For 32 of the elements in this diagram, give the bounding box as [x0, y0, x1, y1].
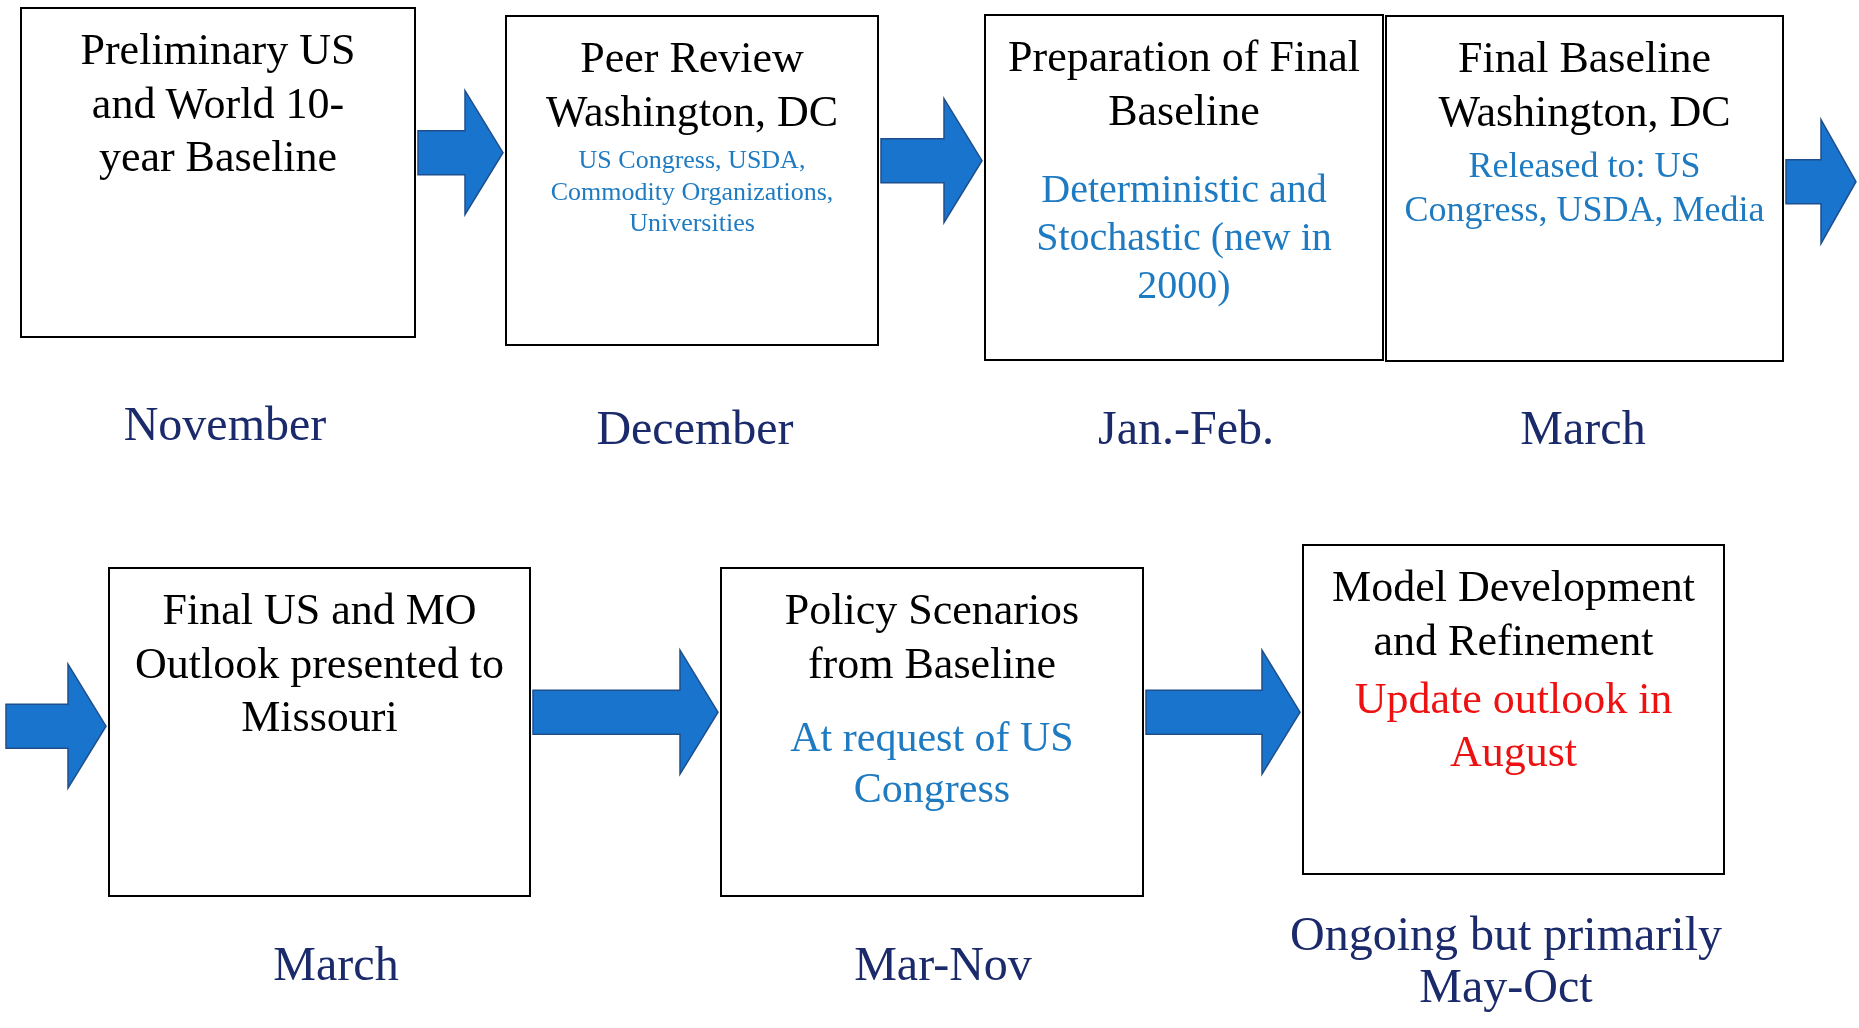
- time-label: Ongoing but primarily May-Oct: [1289, 908, 1723, 1012]
- process-box: [20, 7, 416, 338]
- box-title: Peer Review Washington, DC: [544, 32, 840, 138]
- box-title: Preparation of Final Baseline: [1007, 31, 1361, 137]
- process-box: [1302, 544, 1725, 875]
- block-arrow: [1785, 116, 1857, 247]
- box-note: At request of US Congress: [789, 713, 1075, 813]
- process-box: [1385, 15, 1784, 362]
- time-label: March: [272, 938, 400, 990]
- process-box: [720, 567, 1144, 897]
- block-arrow: [880, 96, 983, 226]
- box-note: Deterministic and Stochastic (new in 2000): [1035, 165, 1333, 310]
- box-note: Update outlook in August: [1353, 673, 1674, 779]
- box-title: Policy Scenarios from Baseline: [783, 584, 1081, 690]
- time-label: December: [595, 402, 795, 454]
- box-title: Final Baseline Washington, DC: [1437, 32, 1732, 138]
- block-arrow: [532, 647, 719, 777]
- time-label: Mar-Nov: [853, 938, 1033, 990]
- time-label: Jan.-Feb.: [1097, 402, 1275, 454]
- process-box: [984, 14, 1384, 361]
- block-arrow: [5, 661, 107, 791]
- block-arrow: [417, 88, 504, 218]
- box-note: Released to: US Congress, USDA, Media: [1403, 144, 1766, 231]
- process-box: [108, 567, 531, 897]
- block-arrow: [1145, 647, 1301, 777]
- time-label: November: [122, 398, 328, 450]
- process-box: [505, 15, 879, 346]
- box-title: Model Development and Refinement: [1331, 561, 1696, 667]
- box-note: US Congress, USDA, Commodity Organizations, Universities: [549, 144, 835, 238]
- box-title: Preliminary US and World 10-year Baseline: [79, 24, 357, 184]
- box-title: Final US and MO Outlook presented to Missouri: [133, 584, 505, 744]
- time-label: March: [1519, 402, 1647, 454]
